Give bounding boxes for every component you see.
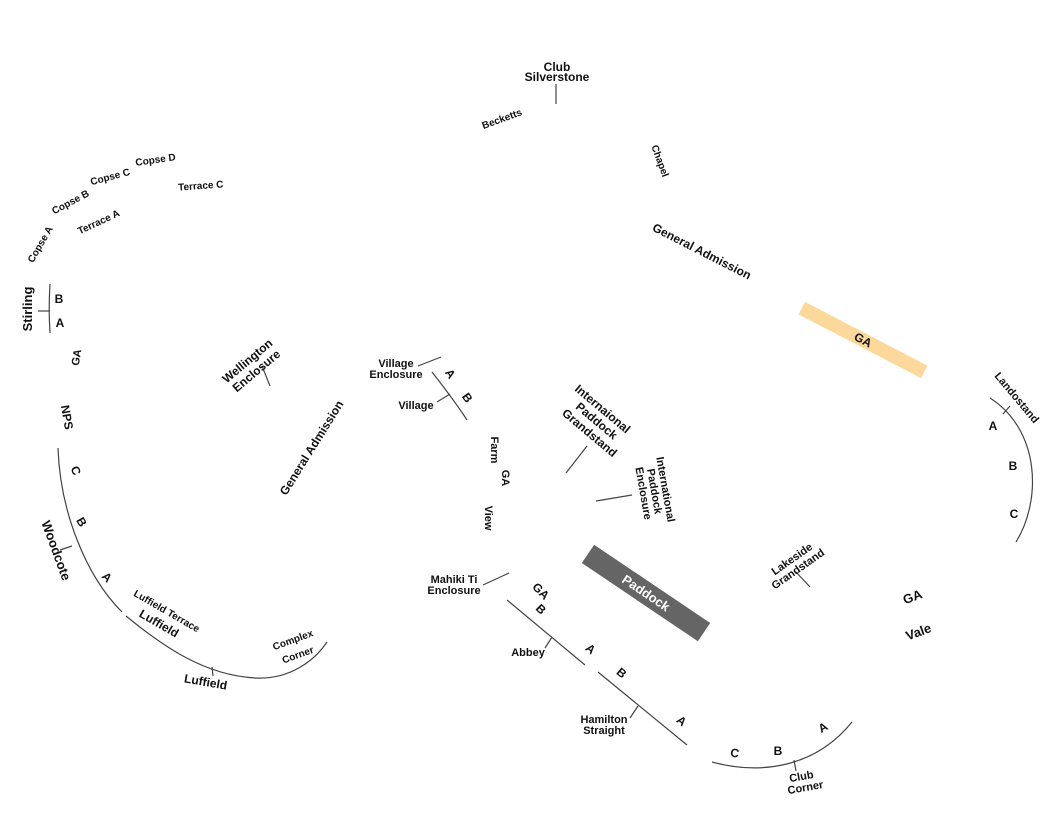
landostand-a-label: A [989,419,998,433]
hamilton-b-label: B [614,665,630,682]
copse-c-label: Copse C [89,167,131,188]
landostand-c-label: C [1010,507,1019,521]
landostand-label: Landostand [992,370,1041,425]
stirling-stand-line [48,283,51,334]
terrace-a-label: Terrace A [76,208,121,237]
village-a-label: A [442,366,459,381]
paddock-area[interactable]: Paddock [581,544,711,642]
hamilton-pointer [629,705,639,719]
village-b-label: B [459,390,476,405]
ga-orange-area[interactable]: GA [798,301,928,379]
mahiki-enclosure-label-2: Enclosure [427,585,480,597]
ga-left-label: GA [70,348,85,366]
woodcote-pointer [59,545,73,551]
luffield-stand-line [125,615,328,679]
view-label: View [482,506,494,531]
woodcote-b-label: B [73,515,90,530]
luffield-label-2: Luffield [183,671,228,692]
abbey-pointer [544,636,553,649]
paddock-zone[interactable] [581,544,711,642]
village-enclosure-label-2: Enclosure [369,369,422,381]
village-enclosure-pointer [417,356,442,367]
club-corner-pointer [793,759,797,772]
hamilton-straight-label: Hamilton [580,714,627,726]
ga-farm-label: GA [499,470,511,487]
abbey-a-label: A [583,641,599,658]
lakeside-pointer [795,571,811,588]
landostand-pointer [1002,405,1011,415]
club-silverstone-label: Club [544,60,571,74]
ga-orange-zone[interactable] [798,301,928,379]
woodcote-a-label: A [99,569,115,585]
wellington-pointer [261,365,271,387]
copse-d-label: Copse D [135,152,177,169]
ga-abbey-label: GA [530,580,553,603]
nps-label: NPS [58,404,76,431]
stirling-b-label: B [55,292,64,306]
landostand-b-label: B [1009,459,1018,473]
ga-vale-label: GA [901,586,925,607]
village-stand-line [431,371,468,421]
luffield-pointer [211,666,214,677]
int-paddock-grandstand-pointer [565,445,588,474]
club-b-label: B [774,744,783,758]
woodcote-c-label: C [68,464,84,477]
village-pointer [436,393,451,403]
club-c-label: C [729,745,740,760]
mahiki-enclosure-label: Mahiki Ti [431,574,478,586]
club-a-label: A [816,719,831,736]
copse-b-label: Copse B [50,188,91,217]
village-enclosure-label: Village [378,358,413,370]
terrace-c-label: Terrace C [178,179,224,193]
club-corner-stand-line [711,721,853,769]
abbey-b-label: B [533,601,549,617]
club-corner-label: Club [788,769,814,785]
stirling-label: Stirling [20,287,35,332]
hamilton-a-label: A [674,713,690,730]
abbey-label: Abbey [511,647,546,659]
chapel-label: Chapel [648,144,670,179]
abbey-stand-line [506,599,586,666]
farm-label: Farm [488,437,500,464]
mahiki-pointer [482,572,510,586]
general-admission-top-label: General Admission [650,220,753,282]
village-label: Village [398,400,433,412]
woodcote-stand-line [57,447,123,613]
becketts-label: Becketts [481,107,524,132]
stirling-a-label: A [56,316,65,330]
hamilton-stand-line [597,671,688,746]
club-silverstone-label-2: Silverstone [525,70,590,84]
general-admission-mid-label: General Admission [277,398,347,498]
hamilton-straight-label-2: Straight [583,725,625,737]
vale-label: Vale [904,620,934,643]
woodcote-label: Woodcote [38,518,74,582]
int-paddock-enclosure-pointer [595,494,633,502]
copse-a-label: Copse A [26,225,56,265]
